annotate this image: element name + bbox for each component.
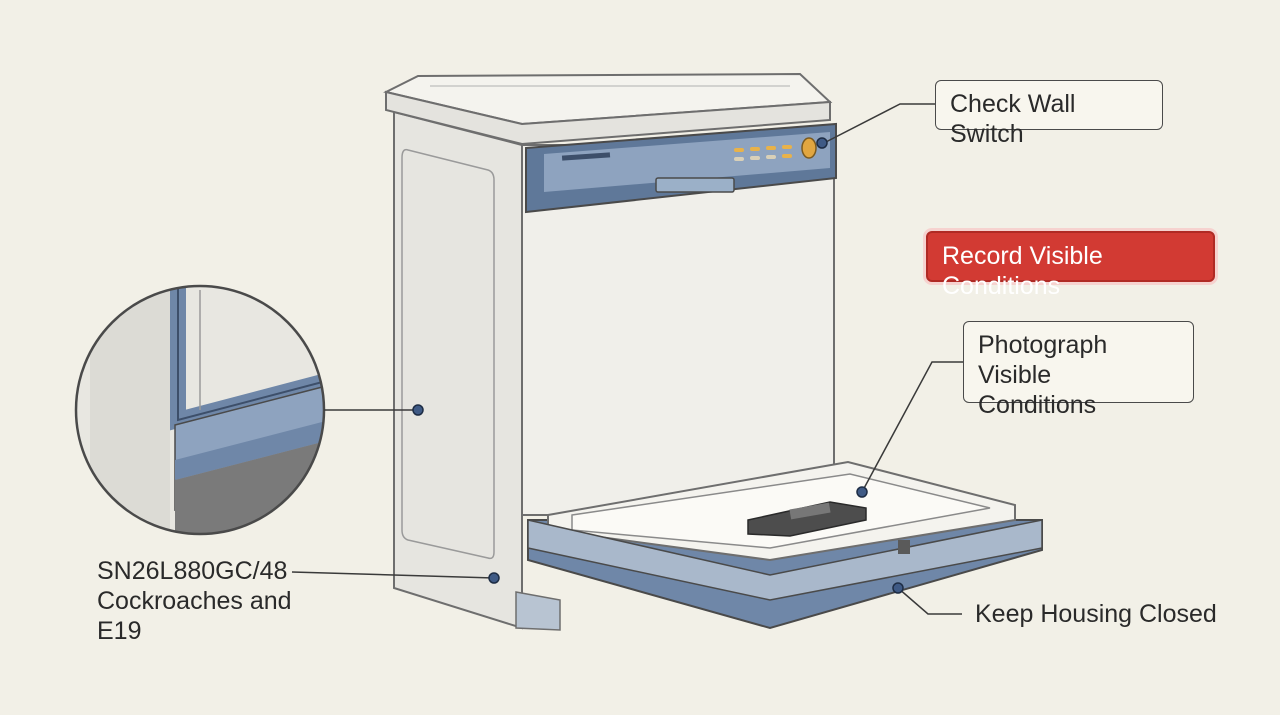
model-note-line2: Cockroaches and [97,587,292,615]
door-handle [655,177,735,193]
marker-model-note [488,572,500,584]
marker-photograph [856,486,868,498]
leader-lines [291,103,964,615]
model-note-line1: SN26L880GC/48 [97,557,288,585]
control-panel-face [544,132,830,192]
marker-side-panel [412,404,424,416]
callout-check-wall-switch: Check Wall Switch [935,80,1163,148]
leader-wall-switch [821,103,936,145]
label-keep-housing-closed-text: Keep Housing Closed [975,600,1217,628]
leader-model-note [291,571,495,579]
door-edge [527,519,1043,601]
callout-photograph-line2: Conditions [978,391,1097,419]
door-tray [571,473,991,549]
dishwasher [383,72,1043,631]
callout-record-visible-conditions-text: Record Visible Conditions [942,242,1103,300]
control-buttons [734,145,792,161]
control-knob [801,137,817,159]
label-keep-housing-closed: Keep Housing Closed [975,599,1217,629]
callout-check-wall-switch-text: Check Wall Switch [950,90,1076,148]
callout-record-visible-conditions: Record Visible Conditions [926,231,1215,300]
marker-wall-switch [816,137,828,149]
side-panel-inset [401,148,495,560]
model-note-line3: E19 [97,617,142,645]
markers [412,137,904,594]
brand-strip [561,152,611,161]
countertop-edge [385,90,831,146]
zoom-detail [74,284,326,536]
callout-photograph-line1: Photograph Visible [978,331,1108,389]
callout-photograph-visible-conditions: Photograph Visible Conditions [963,321,1194,419]
leader-photograph [861,361,964,493]
marker-housing [892,582,904,594]
label-model-note: SN26L880GC/48 Cockroaches and E19 [97,556,292,646]
base [515,591,561,631]
door-latch [898,540,910,554]
detergent-dispenser [747,501,867,537]
leader-housing [897,587,962,615]
